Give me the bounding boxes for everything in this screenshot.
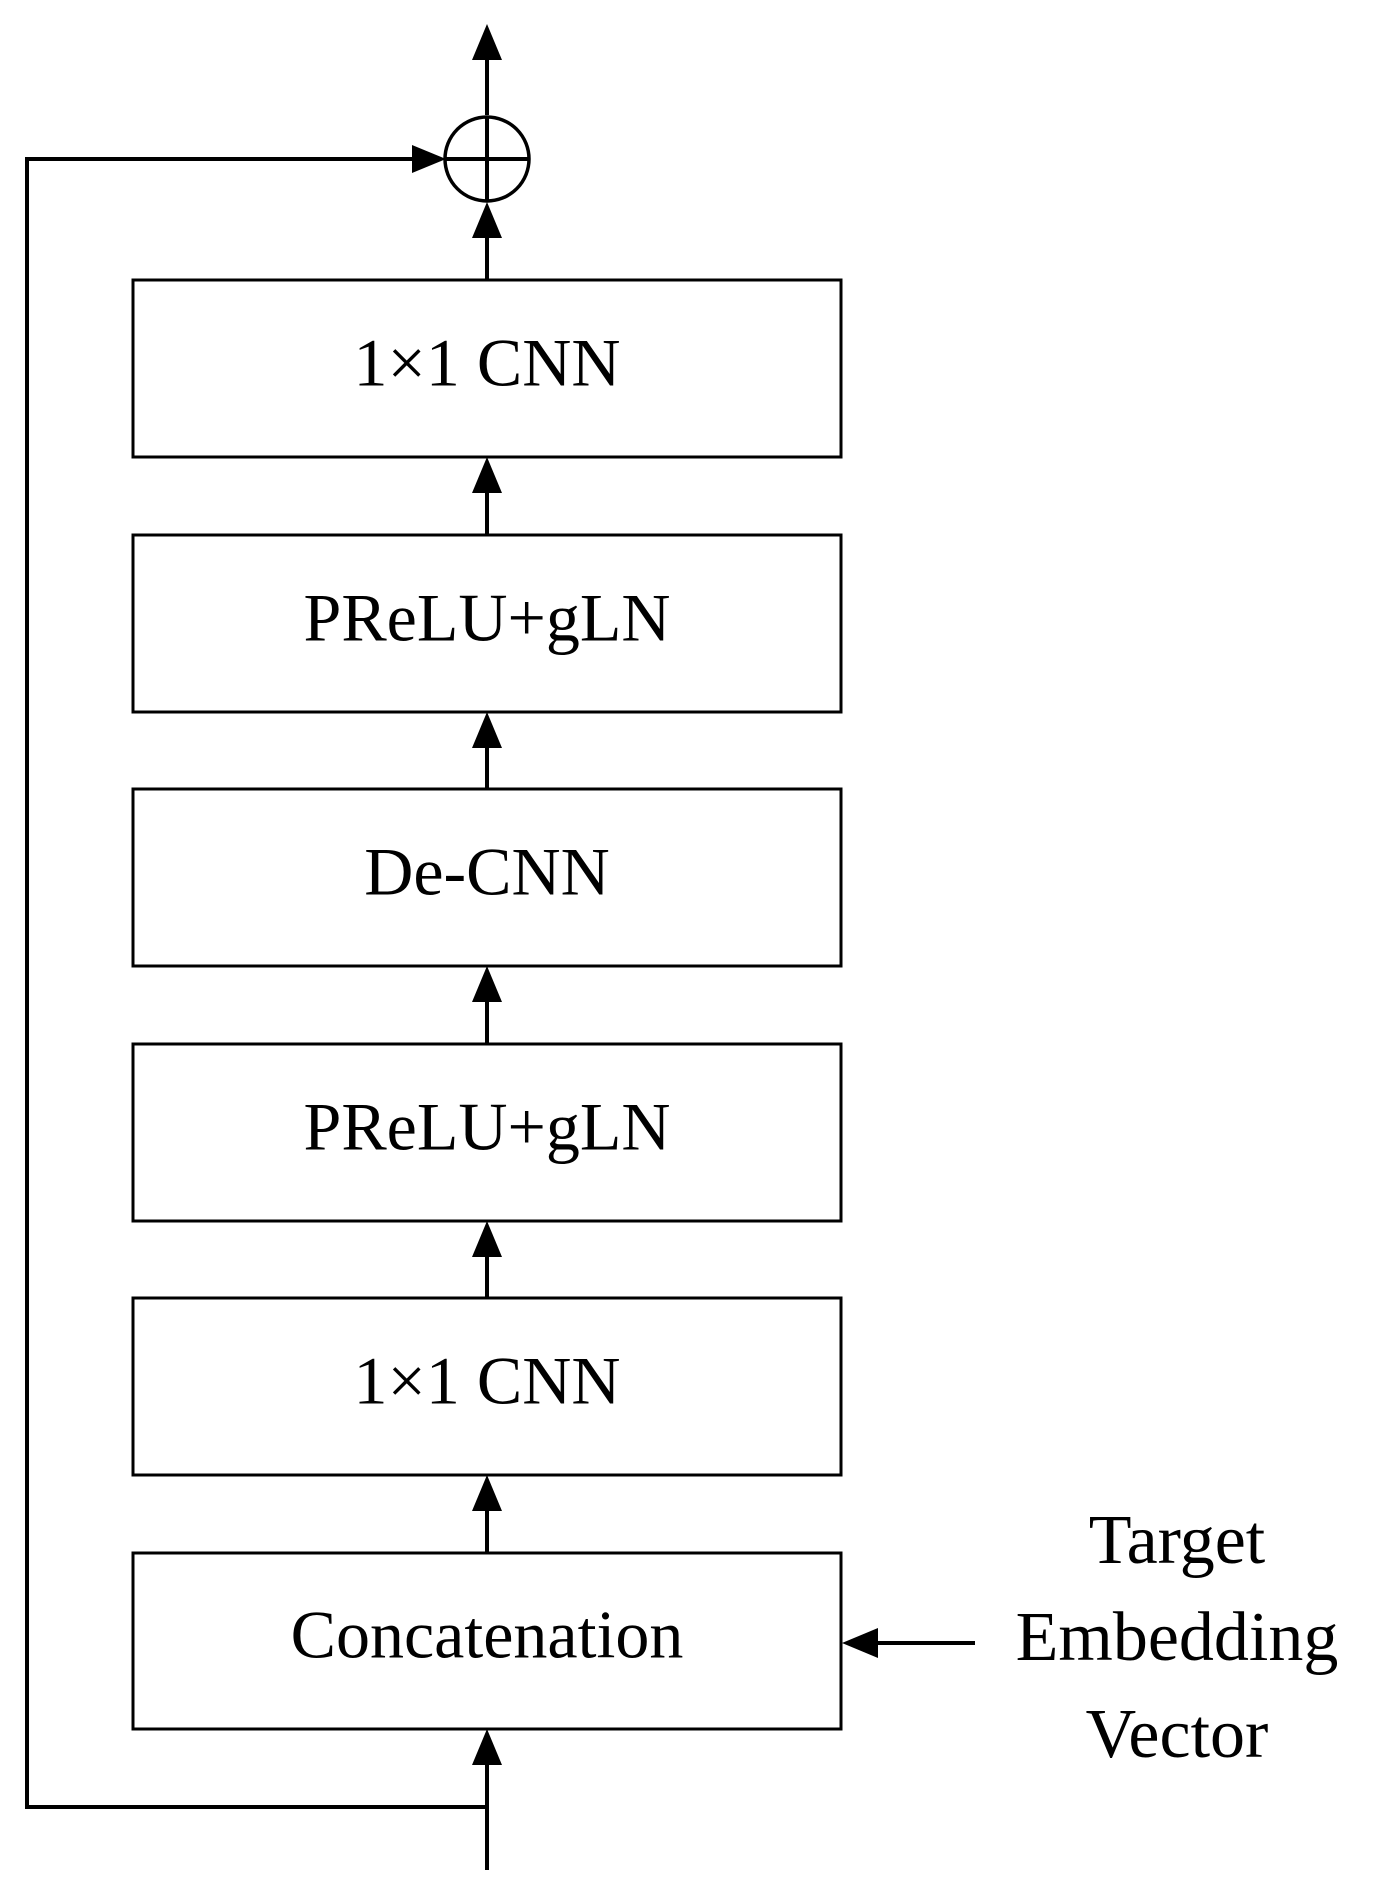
skip-connection-line — [25, 157, 487, 1809]
arrowhead — [472, 966, 502, 1002]
arrowhead-to-sum — [472, 202, 502, 238]
embedding-input-arrowhead — [842, 1628, 878, 1658]
block-concatenation: Concatenation — [131, 1551, 843, 1731]
arrowhead — [472, 1221, 502, 1257]
arrowhead — [472, 712, 502, 748]
block-label: PReLU+gLN — [304, 580, 671, 656]
skip-connection-arrowhead — [412, 145, 446, 173]
block-label: De-CNN — [364, 834, 610, 910]
block-label: 1×1 CNN — [354, 1343, 621, 1419]
target-embedding-vector-label: Target Embedding Vector — [1016, 1502, 1339, 1773]
block-de-cnn: De-CNN — [131, 787, 843, 968]
circled-plus-icon — [443, 115, 531, 203]
block-conv-out: 1×1 CNN — [131, 278, 843, 459]
input-arrowhead — [472, 1729, 502, 1765]
side-label-line: Target — [1089, 1502, 1266, 1579]
block-conv-in: 1×1 CNN — [131, 1296, 843, 1477]
side-label-line: Vector — [1086, 1696, 1269, 1773]
block-prelu-gln-2: PReLU+gLN — [131, 533, 843, 714]
block-label: Concatenation — [291, 1597, 684, 1673]
block-label: PReLU+gLN — [304, 1089, 671, 1165]
arrowhead — [472, 1475, 502, 1511]
arrowhead — [472, 457, 502, 493]
side-label-line: Embedding — [1016, 1599, 1339, 1676]
block-prelu-gln-1: PReLU+gLN — [131, 1042, 843, 1223]
output-arrowhead — [472, 24, 502, 60]
block-label: 1×1 CNN — [354, 325, 621, 401]
